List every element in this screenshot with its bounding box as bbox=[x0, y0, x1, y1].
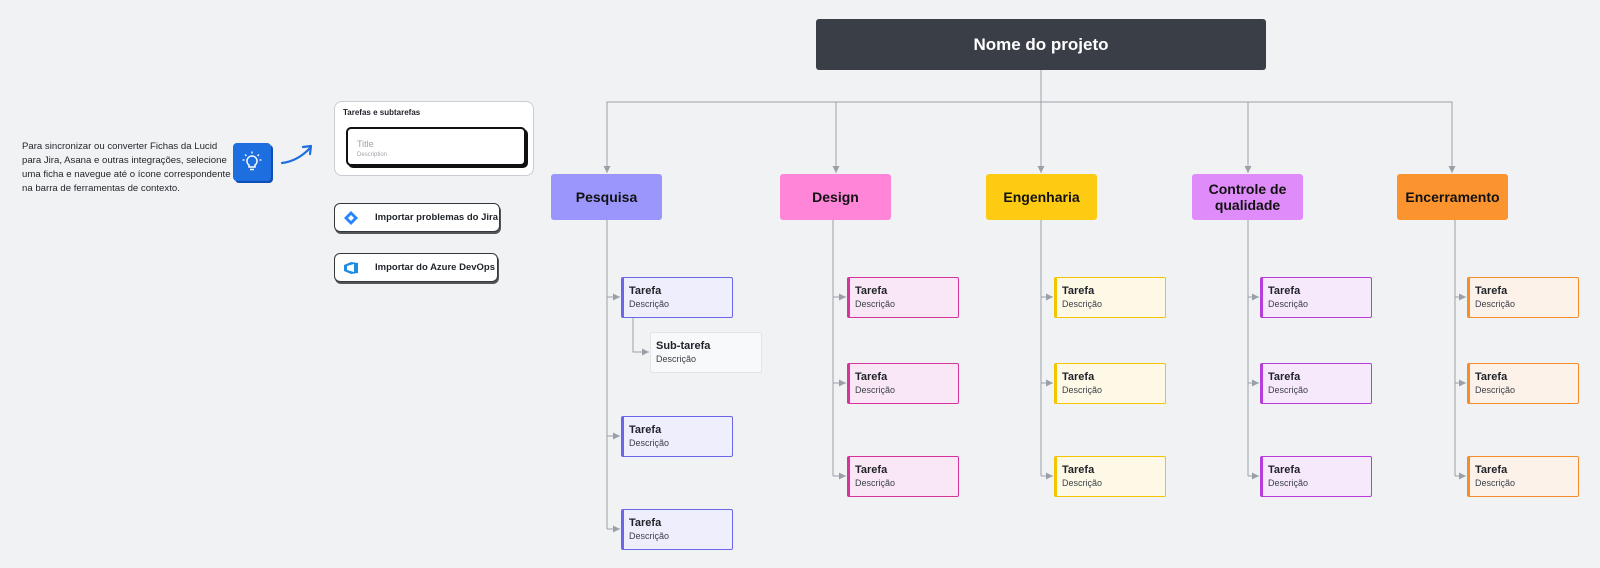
phase-label: Engenharia bbox=[1003, 189, 1080, 205]
connector-arrowhead bbox=[1046, 472, 1053, 480]
azure-devops-icon bbox=[343, 260, 359, 276]
connector-arrowhead bbox=[1448, 166, 1456, 173]
phase-box[interactable]: Design bbox=[780, 174, 891, 220]
task-description: Descrição bbox=[1475, 385, 1516, 395]
tasks-and-subtasks-card[interactable]: Tarefas e subtarefas Title Description bbox=[334, 101, 534, 176]
connector-arrowhead bbox=[642, 348, 649, 356]
connector-arrowhead bbox=[613, 293, 620, 301]
task-description: Descrição bbox=[1062, 478, 1103, 488]
task-title: Tarefa bbox=[1268, 371, 1301, 383]
curved-arrow-icon bbox=[280, 144, 313, 165]
phase-label: Controle de qualidade bbox=[1208, 181, 1287, 213]
task-title: Tarefa bbox=[629, 517, 662, 529]
task-description: Descrição bbox=[629, 299, 670, 309]
project-title-box[interactable]: Nome do projeto bbox=[816, 19, 1266, 70]
connector-arrowhead bbox=[832, 166, 840, 173]
connector-arrowhead bbox=[839, 379, 846, 387]
task-title: Tarefa bbox=[1475, 371, 1508, 383]
import-jira-button[interactable]: Importar problemas do Jira bbox=[334, 203, 500, 232]
phase-label: Pesquisa bbox=[575, 189, 638, 205]
preview-description: Description bbox=[357, 152, 388, 158]
phase-label: Encerramento bbox=[1405, 189, 1500, 205]
connector-to-subtask bbox=[632, 318, 649, 353]
task-description: Descrição bbox=[1062, 385, 1103, 395]
import-azure-label: Importar do Azure DevOps bbox=[375, 262, 496, 273]
task-title: Tarefa bbox=[1475, 285, 1508, 297]
phase-box[interactable]: Engenharia bbox=[986, 174, 1097, 220]
task-title: Tarefa bbox=[1268, 464, 1301, 476]
integration-instructions: Para sincronizar ou converter Fichas da … bbox=[22, 141, 231, 194]
task-description: Descrição bbox=[1268, 478, 1309, 488]
jira-icon bbox=[343, 210, 359, 226]
task-title: Tarefa bbox=[1268, 285, 1301, 297]
phase-box[interactable]: Pesquisa bbox=[551, 174, 662, 220]
task-title: Tarefa bbox=[1062, 464, 1095, 476]
task-title: Tarefa bbox=[1062, 371, 1095, 383]
task-description: Descrição bbox=[855, 385, 896, 395]
connector-arrowhead bbox=[1037, 166, 1045, 173]
connector-arrowhead bbox=[1046, 379, 1053, 387]
task-card-preview[interactable]: Title Description bbox=[346, 127, 526, 166]
connector-arrowhead bbox=[839, 293, 846, 301]
import-jira-label: Importar problemas do Jira bbox=[375, 212, 499, 223]
connector-arrowhead bbox=[1459, 293, 1466, 301]
task-description: Descrição bbox=[629, 438, 670, 448]
phase-label: Design bbox=[812, 189, 859, 205]
connector-arrowhead bbox=[613, 432, 620, 440]
import-azure-button[interactable]: Importar do Azure DevOps bbox=[334, 253, 498, 282]
task-title: Tarefa bbox=[629, 285, 662, 297]
task-description: Descrição bbox=[1268, 385, 1309, 395]
subtask-title: Sub-tarefa bbox=[656, 340, 711, 352]
phase-box[interactable]: Encerramento bbox=[1397, 174, 1508, 220]
connector-arrowhead bbox=[1046, 293, 1053, 301]
connector-arrowhead bbox=[1252, 472, 1259, 480]
task-title: Tarefa bbox=[629, 424, 662, 436]
connector-arrowhead bbox=[1252, 379, 1259, 387]
phase-box[interactable]: Controle de qualidade bbox=[1192, 174, 1303, 220]
preview-title: Title bbox=[357, 139, 374, 149]
task-description: Descrição bbox=[1268, 299, 1309, 309]
task-description: Descrição bbox=[1475, 299, 1516, 309]
connector-arrowhead bbox=[1459, 472, 1466, 480]
task-title: Tarefa bbox=[855, 285, 888, 297]
connector-arrowhead bbox=[1252, 293, 1259, 301]
task-title: Tarefa bbox=[1062, 285, 1095, 297]
connector-arrowhead bbox=[603, 166, 611, 173]
connector-arrowhead bbox=[613, 525, 620, 533]
task-description: Descrição bbox=[855, 299, 896, 309]
connector-arrowhead bbox=[1244, 166, 1252, 173]
task-description: Descrição bbox=[1475, 478, 1516, 488]
connector-arrowhead bbox=[1459, 379, 1466, 387]
lightbulb-icon bbox=[233, 143, 271, 181]
task-description: Descrição bbox=[855, 478, 896, 488]
tasks-card-title: Tarefas e subtarefas bbox=[343, 108, 421, 117]
task-title: Tarefa bbox=[855, 371, 888, 383]
connector-arrowhead bbox=[839, 472, 846, 480]
task-title: Tarefa bbox=[1475, 464, 1508, 476]
task-description: Descrição bbox=[1062, 299, 1103, 309]
subtask-description: Descrição bbox=[656, 354, 697, 364]
task-description: Descrição bbox=[629, 531, 670, 541]
connector-bus bbox=[606, 101, 1453, 106]
task-title: Tarefa bbox=[855, 464, 888, 476]
